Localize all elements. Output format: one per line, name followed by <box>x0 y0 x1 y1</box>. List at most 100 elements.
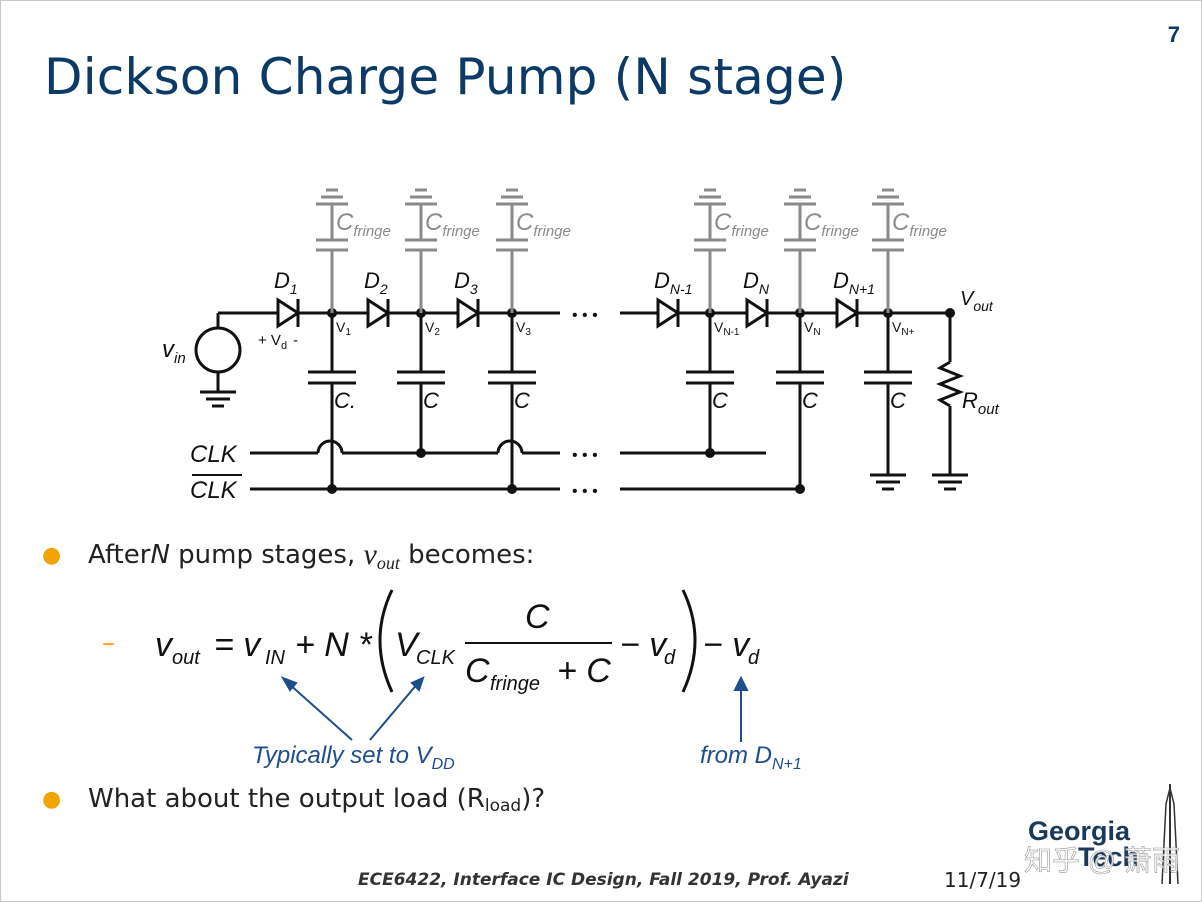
eq-lhs-sub: out <box>172 647 201 669</box>
diode-label: DN+1 <box>833 268 875 297</box>
diode-label: D3 <box>454 268 478 297</box>
bullet-dot: ● <box>42 542 62 568</box>
cap-label: C <box>890 388 906 413</box>
cap-label: C <box>514 388 530 413</box>
zhihu-watermark: 知乎 @ 萧雨 <box>1024 845 1180 876</box>
node-label: V2 <box>425 319 440 338</box>
eq-minus-vd: − v <box>620 626 668 664</box>
pump-capacitor <box>864 313 912 491</box>
arrow-vd-head <box>733 675 749 691</box>
cfringe-label: Cfringe <box>892 209 947 240</box>
node-label: VN+ <box>892 319 915 338</box>
bullet-1-n: N <box>150 540 170 570</box>
bullet-2-sub: load <box>484 796 522 816</box>
diode-symbol <box>835 297 860 329</box>
arrow-vclk-head <box>410 676 425 692</box>
clkbar-ellipsis: • • • <box>572 483 598 500</box>
clkbar-label: CLK <box>190 477 238 504</box>
cfringe-label: Cfringe <box>516 209 571 240</box>
pump-capacitor <box>397 313 445 453</box>
cfringe-label: Cfringe <box>336 209 391 240</box>
diode-symbol <box>456 297 481 329</box>
node-label: V3 <box>516 319 531 338</box>
rout-label: Rout <box>962 388 1000 418</box>
cfringe-capacitor <box>784 188 816 313</box>
vin-source <box>194 326 242 374</box>
diode-label: D1 <box>274 268 298 297</box>
cap-label: C <box>712 388 728 413</box>
eq-den-sub: fringe <box>490 673 540 695</box>
eq-minus-vd2: − v <box>703 626 751 664</box>
vin-ground-icon <box>200 390 236 408</box>
vout-equation: v out = v IN + N * V CLK C C fringe + C … <box>155 589 802 773</box>
logo-georgia: Georgia <box>1028 816 1131 846</box>
cfringe-capacitor <box>872 188 904 313</box>
arrow-vin <box>287 682 353 741</box>
equation-dash: – <box>102 628 115 658</box>
cfringe-capacitor <box>496 188 528 313</box>
node-label: VN-1 <box>714 319 740 338</box>
bullet-1-vsub: out <box>376 552 400 573</box>
cap-label: C <box>423 388 439 413</box>
node-label: V1 <box>336 319 351 338</box>
vout-node-dot <box>945 308 955 318</box>
diode-label: D2 <box>364 268 388 297</box>
chain-ellipsis: • • • <box>572 307 598 324</box>
diode-symbol <box>366 297 391 329</box>
rout-ground-icon <box>932 473 968 491</box>
slide-footer: ECE6422, Interface IC Design, Fall 2019,… <box>358 870 849 890</box>
bullet-2: ● What about the output load (R load )? <box>42 784 546 816</box>
slide-title: Dickson Charge Pump (N stage) <box>44 48 847 106</box>
logo-tech: Tech <box>1078 842 1139 872</box>
eq-vclk-sub: CLK <box>416 647 457 669</box>
pump-capacitor <box>488 313 536 489</box>
eq-vd2-sub: d <box>748 647 760 669</box>
node-label: VN <box>804 319 821 338</box>
georgia-tech-logo: Georgia Tech 知乎 @ 萧雨 <box>1024 784 1180 885</box>
eq-left-paren <box>378 589 394 693</box>
clk-junction-dot <box>705 448 715 458</box>
arrow-vin-head <box>280 676 298 692</box>
diode-label: DN-1 <box>654 268 692 297</box>
cfringe-capacitor <box>694 188 726 313</box>
vd-label: + Vd- <box>258 332 298 352</box>
eq-vclk: V <box>395 626 421 664</box>
eq-plus-n: + N * <box>295 626 373 664</box>
cfringe-label: Cfringe <box>425 209 480 240</box>
bullet-2-text-a: What about the output load (R <box>88 784 485 814</box>
bullet-dot: ● <box>42 786 62 812</box>
clk-junction-dot <box>327 484 337 494</box>
bullet-1-text-a: After <box>88 540 151 570</box>
cap-label: C <box>802 388 818 413</box>
diode-symbol <box>276 297 301 329</box>
eq-lhs: v <box>155 626 174 664</box>
eq-den-plus-c: + C <box>557 652 611 690</box>
bullet-1: ● After N pump stages, v out becomes: <box>42 538 535 573</box>
diode-symbol <box>656 297 681 329</box>
eq-numerator: C <box>525 598 550 636</box>
clk-junction-dot <box>507 484 517 494</box>
vin-label: vin <box>162 336 186 367</box>
clk-junction-dot <box>416 448 426 458</box>
clk-label: CLK <box>190 441 238 468</box>
pump-capacitor <box>686 313 734 453</box>
diode-symbol <box>745 297 770 329</box>
cfringe-capacitor <box>316 188 348 313</box>
eq-den-c: C <box>465 652 490 690</box>
slide-date: 11/7/19 <box>944 868 1022 892</box>
clk-junction-dot <box>795 484 805 494</box>
annotation-typically: Typically set to VDD <box>252 742 455 773</box>
clk-ellipsis: • • • <box>572 447 598 464</box>
eq-in-sub: IN <box>265 647 286 669</box>
bullet-1-text-c: becomes: <box>399 540 535 570</box>
annotation-from: from DN+1 <box>700 742 802 773</box>
pump-capacitor <box>308 313 356 489</box>
bullet-2-text-b: )? <box>521 784 546 814</box>
cfringe-capacitor <box>405 188 437 313</box>
cfringe-label: Cfringe <box>804 209 859 240</box>
eq-right-paren <box>681 589 697 693</box>
cap-label: C. <box>334 388 356 413</box>
logo-tower-outline <box>1161 787 1179 885</box>
page-number: 7 <box>1167 22 1180 47</box>
